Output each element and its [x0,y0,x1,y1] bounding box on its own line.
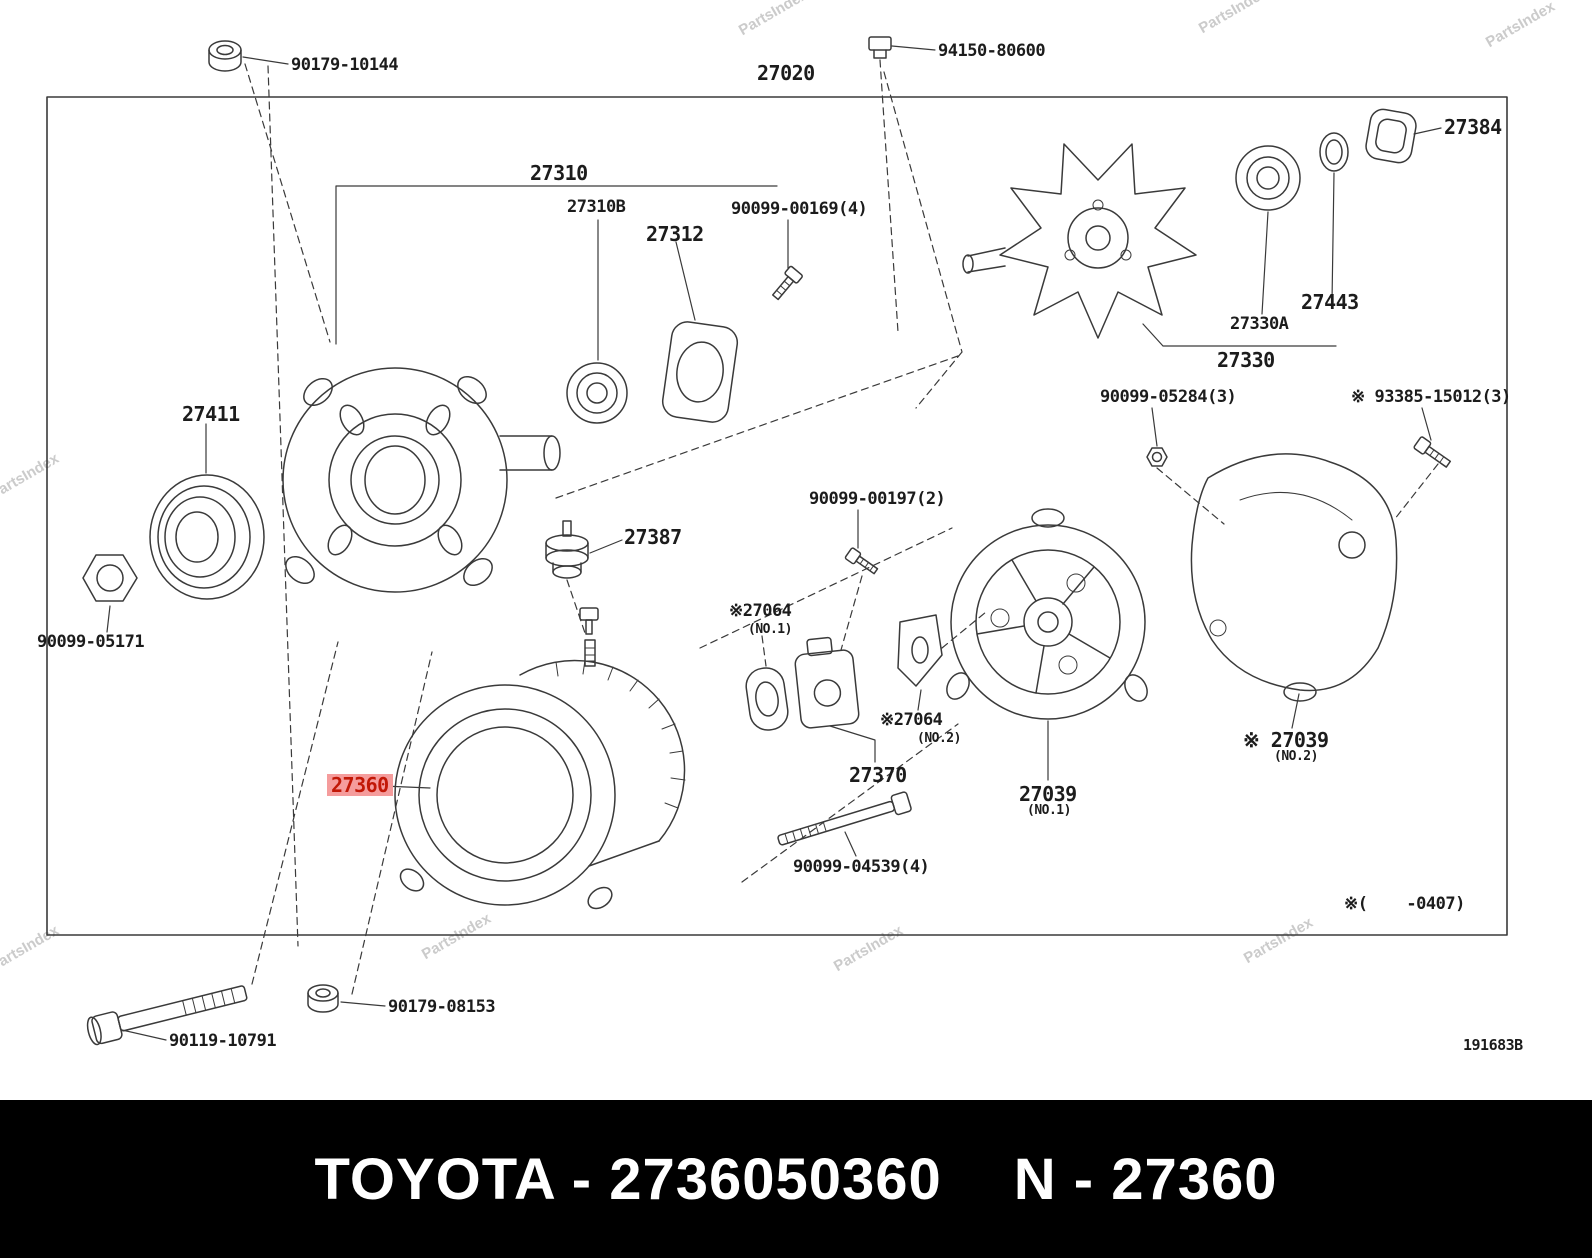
bearing-retainer-drawing [661,321,739,423]
front-bearing-drawing [566,362,628,424]
part-label-27039-no2[interactable]: ※ 27039 [1243,728,1329,752]
rear-bearing-drawing [1235,145,1301,211]
part-sublabel-no2: (NO.2) [917,731,961,746]
brush-holder-group-drawing [745,614,943,731]
front-bracket-drawing [282,367,561,593]
part-label-94150-80600[interactable]: 94150-80600 [938,41,1046,61]
part-sublabel-no1: (NO.1) [748,622,792,637]
part-label-27330[interactable]: 27330 [1217,348,1275,372]
diagram-border [46,96,1508,936]
screw-90099-00197-drawing [844,547,879,575]
slip-ring-drawing [545,520,589,579]
part-label-27312[interactable]: 27312 [646,222,704,246]
dashed-lines [244,59,1439,995]
part-label-27384[interactable]: 27384 [1444,115,1502,139]
nut-90179-10144-drawing [208,40,242,72]
bolt-90119-10791-drawing [86,985,248,1046]
footer-part-number: TOYOTA - 2736050360 [314,1146,942,1212]
part-label-27020[interactable]: 27020 [757,61,815,85]
rear-bracket-drawing [946,508,1148,720]
part-label-27310b[interactable]: 27310B [567,197,626,217]
part-label-27360-highlighted[interactable]: 27360 [327,774,393,796]
part-label-27443[interactable]: 27443 [1301,290,1359,314]
nut-90179-08153-drawing [307,984,339,1013]
leader-lines [106,45,1442,1041]
nut-90099-05284-drawing [1146,447,1168,467]
part-label-27064-no1[interactable]: ※27064 [729,601,792,621]
seal-27384-drawing [1365,108,1417,164]
rotor-drawing [962,143,1197,339]
pulley-drawing [149,474,265,600]
part-label-93385-15012[interactable]: ※ 93385-15012(3) [1351,387,1511,407]
part-label-27330a[interactable]: 27330A [1230,314,1289,334]
part-label-27387[interactable]: 27387 [624,525,682,549]
part-label-27310[interactable]: 27310 [530,161,588,185]
rear-cover-drawing [1190,453,1398,702]
screw-90099-00169-drawing [771,265,803,301]
part-label-90179-08153[interactable]: 90179-08153 [388,997,496,1017]
part-label-90179-10144[interactable]: 90179-10144 [291,55,399,75]
ring-27443-drawing [1319,132,1349,172]
part-sublabel-27039-no2: (NO.2) [1274,749,1318,764]
screw-93385-15012-drawing [1413,436,1452,468]
footer-n-number: N - 27360 [1013,1146,1278,1212]
part-label-27370[interactable]: 27370 [849,763,907,787]
part-label-27039-no1[interactable]: 27039 [1019,782,1077,806]
diagram-canvas [46,36,1508,1046]
bolt-94150-80600-drawing [868,36,892,59]
part-label-90119-10791[interactable]: 90119-10791 [169,1031,277,1051]
stator-27360-drawing [394,607,686,910]
footer-bar: TOYOTA - 2736050360 N - 27360 [0,1100,1592,1258]
part-label-90099-00169[interactable]: 90099-00169(4) [731,199,868,219]
applicability-note: ※( -0407) [1344,894,1465,914]
figure-ref-code: 191683B [1463,1036,1523,1054]
part-label-90099-05171[interactable]: 90099-05171 [37,632,145,652]
bolt-90099-04539-drawing [777,791,912,846]
part-label-90099-05284[interactable]: 90099-05284(3) [1100,387,1237,407]
part-sublabel-27039-no1: (NO.1) [1027,803,1071,818]
part-label-27064-no2[interactable]: ※27064 [880,710,943,730]
part-label-27411[interactable]: 27411 [182,402,240,426]
part-label-90099-04539[interactable]: 90099-04539(4) [793,857,930,877]
nut-90099-05171-drawing [82,554,138,602]
part-label-90099-00197[interactable]: 90099-00197(2) [809,489,946,509]
